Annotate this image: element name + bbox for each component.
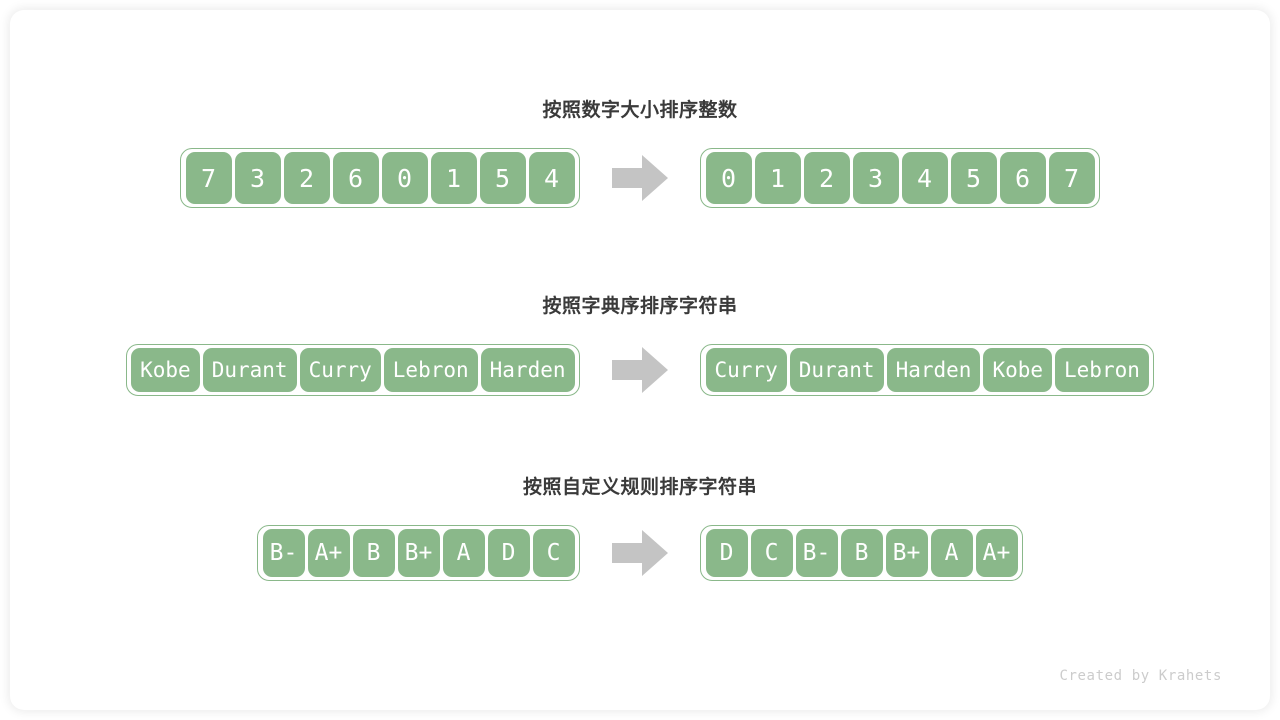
- array-cell: 3: [852, 152, 899, 204]
- array-cell: Durant: [789, 348, 884, 392]
- array-cell: 2: [283, 152, 330, 204]
- arrow-container: [580, 155, 700, 201]
- array-cell: 1: [430, 152, 477, 204]
- array-cell: B+: [885, 529, 928, 577]
- right-arrow-icon: [612, 155, 668, 201]
- credit-text: Created by Krahets: [1059, 668, 1222, 684]
- array-cell: D: [705, 529, 748, 577]
- array-cell: Harden: [480, 348, 575, 392]
- array-cell: 5: [479, 152, 526, 204]
- array-cell: 4: [901, 152, 948, 204]
- array-cell: Durant: [202, 348, 297, 392]
- arrow-container: [580, 530, 700, 576]
- array-cell: A: [930, 529, 973, 577]
- array-cell: A+: [307, 529, 350, 577]
- array-cell: 7: [1048, 152, 1095, 204]
- array-cell: 0: [705, 152, 752, 204]
- section-title: 按照字典序排序字符串: [542, 296, 738, 317]
- section-title: 按照数字大小排序整数: [542, 100, 738, 121]
- array-cell: C: [532, 529, 575, 577]
- array-cell: A: [442, 529, 485, 577]
- array-cell: Kobe: [983, 348, 1053, 392]
- array-cell: B-: [262, 529, 305, 577]
- array-cell: B+: [397, 529, 440, 577]
- right-arrow-icon: [612, 347, 668, 393]
- section-title: 按照自定义规则排序字符串: [522, 477, 757, 498]
- array-cell: B: [840, 529, 883, 577]
- array-cell: C: [750, 529, 793, 577]
- array-cell: 4: [528, 152, 575, 204]
- array-cell: 5: [950, 152, 997, 204]
- array-cell: 2: [803, 152, 850, 204]
- array-cell: 1: [754, 152, 801, 204]
- array-cell: Lebron: [1055, 348, 1149, 392]
- array-cell: 3: [234, 152, 281, 204]
- right-arrow-icon: [612, 530, 668, 576]
- array-cell: B: [352, 529, 395, 577]
- array-cell: Harden: [886, 348, 981, 392]
- array-cell: Curry: [705, 348, 787, 392]
- array-cell: Lebron: [383, 348, 478, 392]
- array-cell: B-: [795, 529, 838, 577]
- array-cell: 6: [999, 152, 1046, 204]
- array-cell: Kobe: [131, 348, 200, 392]
- array-cell: 7: [185, 152, 232, 204]
- array-cell: 6: [332, 152, 379, 204]
- array-cell: A+: [975, 529, 1018, 577]
- array-cell: Curry: [299, 348, 381, 392]
- arrow-container: [580, 347, 700, 393]
- array-cell: 0: [381, 152, 428, 204]
- array-cell: D: [487, 529, 530, 577]
